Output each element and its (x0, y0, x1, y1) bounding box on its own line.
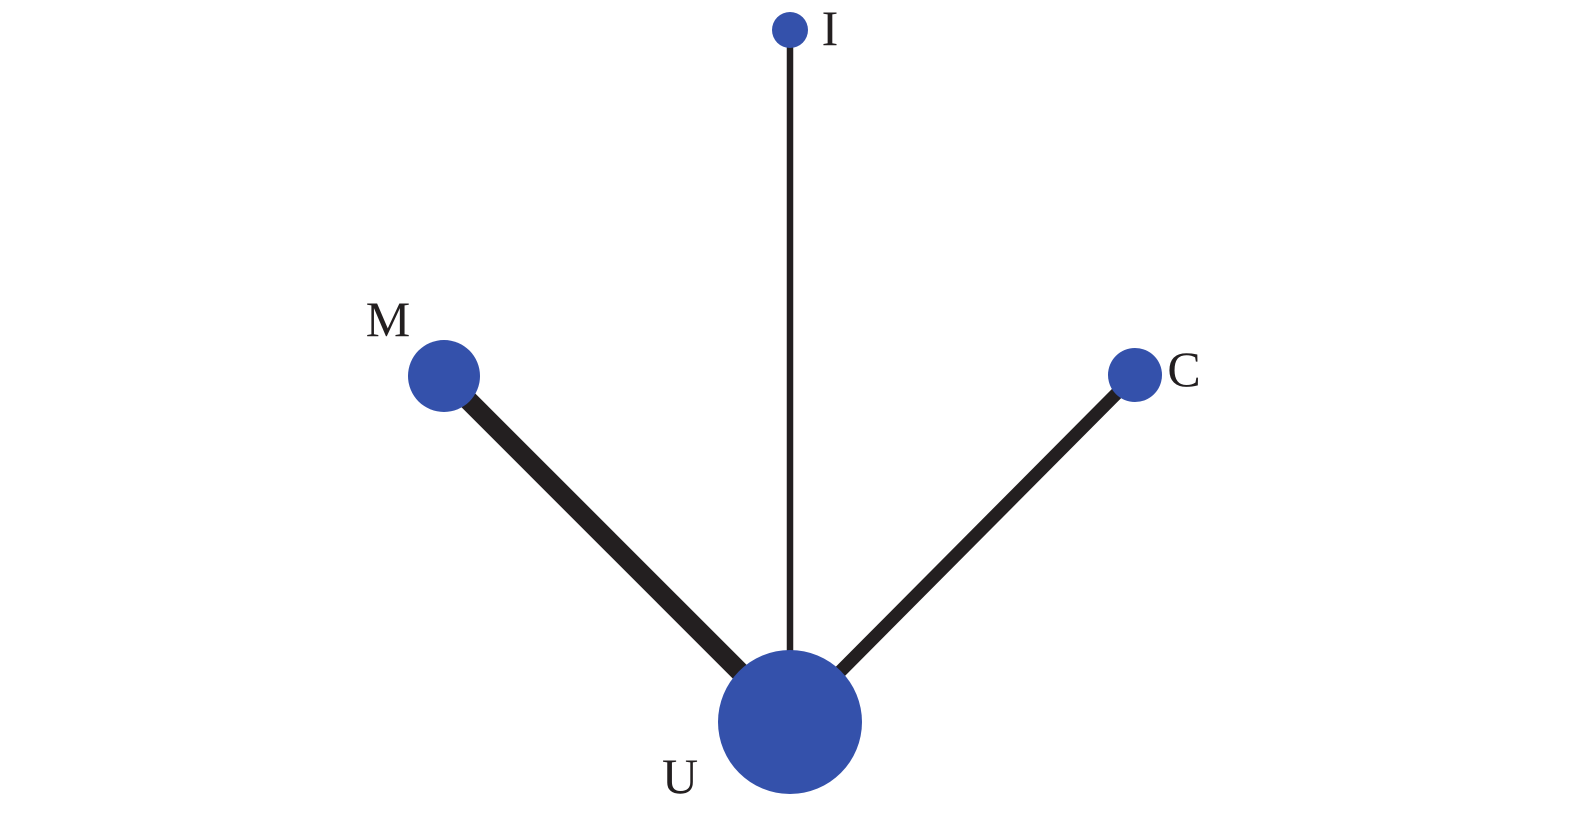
edge-u-m (437, 369, 797, 729)
node-label-i: I (822, 0, 839, 56)
edges-layer (437, 30, 1140, 729)
node-i (772, 12, 808, 48)
node-m (408, 340, 480, 412)
node-u (718, 650, 862, 794)
node-c (1108, 348, 1162, 402)
node-label-u: U (662, 748, 698, 804)
labels-layer: U I M C (366, 0, 1201, 804)
node-label-c: C (1167, 341, 1200, 397)
node-label-m: M (366, 291, 410, 347)
nodes-layer (408, 12, 1162, 794)
edge-u-c (785, 370, 1140, 727)
